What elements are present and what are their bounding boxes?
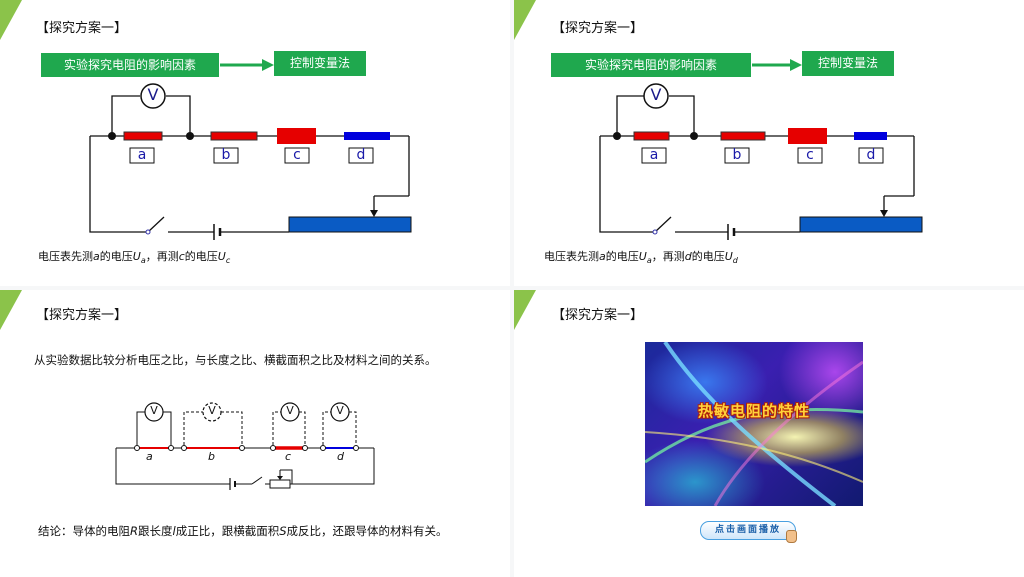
resistor-label-b: b <box>221 147 231 163</box>
slide-2[interactable]: 【探究方案一】 实验探究电阻的影响因素 控制变量法 V a b c d 电压 <box>514 0 1024 286</box>
corner-accent <box>514 0 536 40</box>
voltmeter-label: V <box>650 85 662 104</box>
method-box: 控制变量法 <box>274 51 366 76</box>
circuit-diagram <box>115 402 375 490</box>
segment-label-c: c <box>285 450 292 463</box>
resistor-label-c: c <box>293 147 301 163</box>
voltmeter-label: V <box>150 404 158 417</box>
corner-accent <box>0 0 22 40</box>
slide-3[interactable]: 【探究方案一】 从实验数据比较分析电压之比，与长度之比、横截面积之比及材料之间的… <box>0 290 510 577</box>
factor-box: 实验探究电阻的影响因素 <box>41 53 219 77</box>
light-streaks <box>645 342 863 506</box>
voltmeter-label: V <box>336 404 344 417</box>
video-thumbnail[interactable]: 热敏电阻的特性 <box>645 342 863 506</box>
voltmeter-label: V <box>147 85 159 104</box>
slide-1[interactable]: 【探究方案一】 实验探究电阻的影响因素 控制变量法 <box>0 0 510 286</box>
play-button[interactable]: 点击画面播放 <box>700 521 796 540</box>
corner-accent <box>0 290 22 330</box>
slide-title: 【探究方案一】 <box>552 21 644 36</box>
factor-box: 实验探究电阻的影响因素 <box>551 53 751 77</box>
circuit-diagram <box>89 59 412 240</box>
corner-accent <box>514 290 536 330</box>
slide-title: 【探究方案一】 <box>36 21 128 36</box>
segment-label-b: b <box>208 450 215 463</box>
resistor-label-c: c <box>806 147 814 163</box>
caption: 电压表先测a的电压Ua，再测d的电压Ud <box>544 250 738 266</box>
resistor-label-a: a <box>137 147 147 163</box>
video-title: 热敏电阻的特性 <box>697 402 810 420</box>
conclusion-text: 结论：导体的电阻R跟长度l成正比，跟横截面积S成反比，还跟导体的材料有关。 <box>38 524 448 538</box>
voltmeter-label: V <box>208 404 216 417</box>
hand-cursor-icon <box>786 530 797 543</box>
resistor-label-b: b <box>732 147 742 163</box>
circuit-diagram <box>599 59 923 240</box>
slide-title: 【探究方案一】 <box>552 308 644 323</box>
voltmeter-label: V <box>286 404 294 417</box>
caption: 电压表先测a的电压Ua，再测c的电压Uc <box>38 250 231 266</box>
resistor-label-d: d <box>356 147 366 163</box>
resistor-label-a: a <box>649 147 659 163</box>
segment-label-d: d <box>337 450 344 463</box>
resistor-label-d: d <box>866 147 876 163</box>
method-box: 控制变量法 <box>802 51 894 76</box>
slide-4[interactable]: 【探究方案一】 热敏电阻的特性 点击画面播放 <box>514 290 1024 577</box>
segment-label-a: a <box>146 450 153 463</box>
slide-title: 【探究方案一】 <box>36 308 128 323</box>
analysis-text: 从实验数据比较分析电压之比，与长度之比、横截面积之比及材料之间的关系。 <box>34 353 437 367</box>
